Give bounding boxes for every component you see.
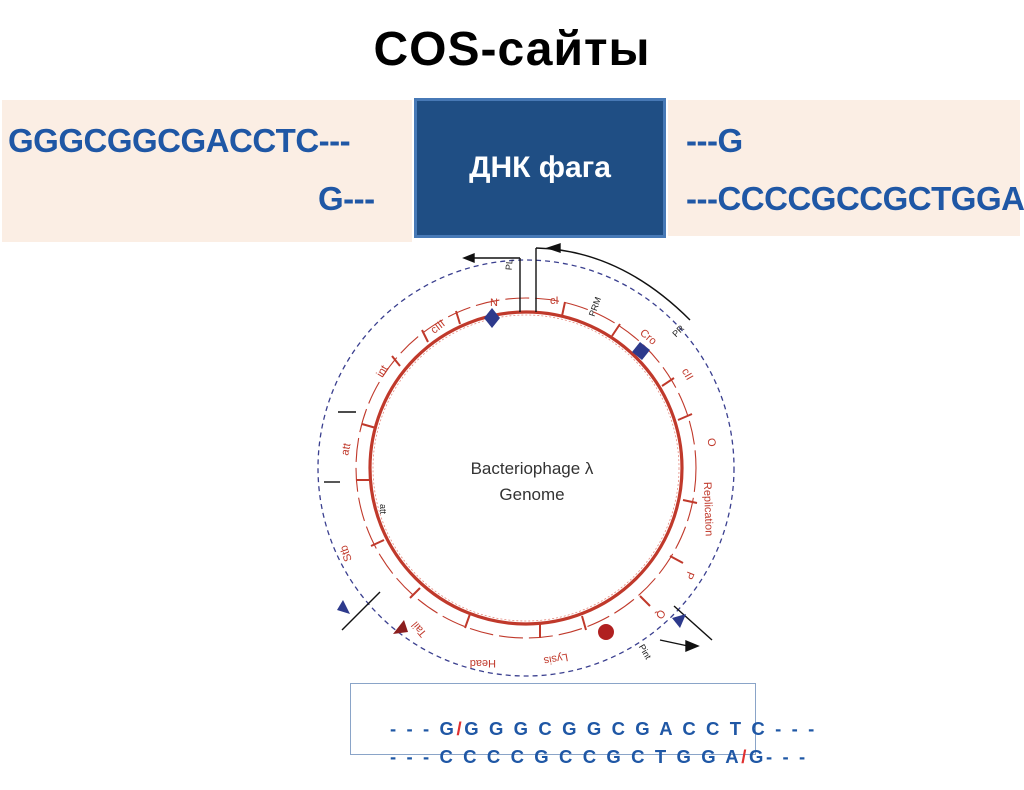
genome-center-subtitle: Genome (499, 485, 564, 504)
gene-label-ci: cI (550, 295, 559, 307)
promoter-arrows (324, 243, 713, 653)
promoter-label-prm: PRM (587, 296, 603, 318)
cos-bottom-cut: / (741, 746, 749, 767)
genome-circle-inner (372, 314, 680, 622)
right-seq-top-strand: ---G (686, 122, 743, 159)
phage-dna-label: ДНК фага (469, 151, 611, 184)
cos-bottom-strand: - - - C C C C G C C G C T G G A/G- - - (359, 724, 808, 790)
cos-bottom-left: - - - C C C C G C C G C T G G A (389, 746, 742, 767)
cos-top-cut: / (456, 718, 465, 739)
gene-label-o: O (704, 437, 717, 448)
gene-label-int: att (339, 442, 353, 456)
gene-tick-marks (356, 301, 698, 638)
cos-top-left: - - - G (389, 718, 457, 739)
promoter-label-pr: PR (670, 323, 686, 339)
promoter-label-pl: PL (504, 259, 515, 271)
gene-label-stb: Stb (338, 543, 355, 563)
gene-label-replication: Replication (701, 482, 715, 537)
cos-top-right: G G G C G G C G A C C T C - - - (464, 718, 817, 739)
gene-label-xis: int (374, 363, 390, 379)
genome-circle (368, 310, 684, 626)
phage-dna-box: ДНК фага (414, 98, 666, 238)
cos-top-strand: - - - G/G G G C G G C G A C C T C - - - (359, 696, 817, 762)
gene-bracket-ring (355, 297, 697, 639)
cos-site-sequence-box: - - - G/G G G C G G C G A C C T C - - - … (350, 683, 814, 767)
site-label-att: att (378, 504, 388, 515)
gene-label-q: Q (653, 607, 668, 621)
gene-label-n: N (490, 297, 498, 309)
gene-label-cii: cII (679, 366, 695, 382)
left-seq-bottom-strand: G--- (318, 180, 375, 217)
slide-title: COS-сайты (373, 23, 651, 76)
left-sequence-panel (2, 100, 412, 242)
operator-markers (337, 308, 686, 628)
gene-label-p: P (682, 570, 696, 581)
gene-label-head: Head (470, 657, 496, 669)
cos-bottom-right: G- - - (748, 746, 808, 767)
lambda-genome-diagram: cIII N cI Cro cII O Replication P Q Lysi… (317, 243, 735, 677)
promoter-label-pint: Pint (637, 643, 654, 662)
genome-center-title: Bacteriophage λ (471, 459, 594, 478)
outer-dashed-ring (317, 259, 735, 677)
tail-arrow (393, 620, 408, 634)
gene-label-tail: Tail (410, 619, 430, 639)
left-seq-top-strand: GGGCGGCGACCTC--- (8, 122, 351, 159)
right-seq-bottom-strand: ---CCCCGCCGCTGGA (686, 180, 1024, 217)
gene-label-lysis: Lysis (542, 650, 569, 666)
cos-site-marker (598, 624, 614, 640)
gene-labels: cIII N cI Cro cII O Replication P Q Lysi… (338, 295, 718, 669)
right-sequence-panel (668, 100, 1020, 236)
